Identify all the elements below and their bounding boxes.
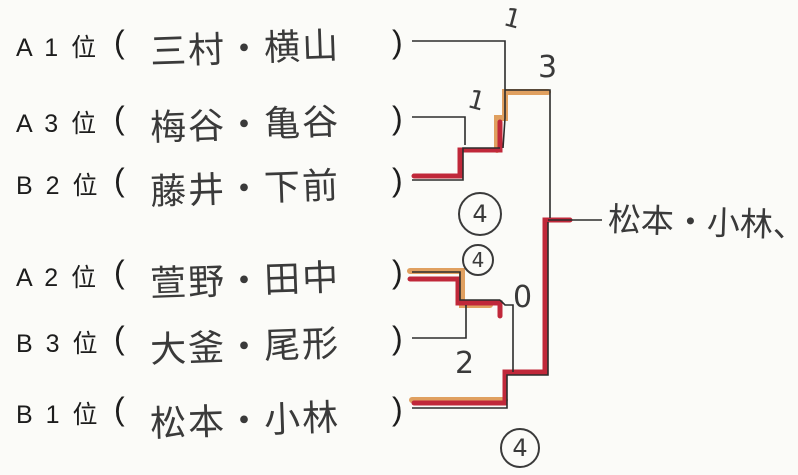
line-mid-join: [499, 299, 514, 372]
rank-label-3: B 2 位: [16, 172, 101, 200]
line-a1: [412, 40, 506, 88]
paren-open-4: (: [114, 254, 125, 290]
line-b3: [412, 305, 467, 339]
line-top-half: [505, 89, 551, 218]
rank-label-4: A 2 位: [16, 264, 100, 292]
rank-label-2: A 3 位: [16, 110, 100, 138]
red-path-a2: [407, 276, 503, 319]
line-a2: [412, 271, 500, 301]
paren-close-2: ): [392, 100, 403, 136]
line-b1: [412, 222, 549, 409]
paren-open-5: (: [114, 320, 125, 356]
score-final-bottom: 0: [513, 280, 533, 315]
paren-open-3: (: [114, 162, 125, 198]
player-names-5: 大釜・尾形: [149, 323, 341, 372]
player-names-3: 藤井・下前: [149, 165, 341, 214]
score-bottom-semi: 2: [455, 346, 475, 381]
line-a3: [412, 116, 466, 145]
paren-open-6: (: [114, 391, 125, 427]
circled-score-c: 4: [500, 428, 540, 468]
paren-close-4: ): [392, 254, 403, 290]
paren-close-1: ): [392, 24, 403, 60]
player-names-2: 梅谷・亀谷: [149, 101, 341, 150]
line-top-join: [502, 88, 506, 149]
line-b2: [412, 147, 500, 181]
paren-close-3: ): [392, 162, 403, 198]
circled-score-a: 4: [458, 192, 502, 236]
rank-label-1: A 1 位: [16, 34, 100, 62]
player-names-1: 三村・横山: [149, 25, 341, 74]
paren-close-5: ): [392, 320, 403, 356]
player-names-6: 松本・小林: [149, 397, 341, 446]
paren-close-6: ): [392, 391, 403, 427]
score-final-top: 3: [538, 50, 558, 85]
player-names-4: 萱野・田中: [149, 257, 341, 306]
ink-lines: [412, 40, 602, 409]
rank-label-6: B 1 位: [16, 401, 101, 429]
paren-open-1: (: [114, 24, 125, 60]
paren-open-2: (: [114, 100, 125, 136]
rank-label-5: B 3 位: [16, 330, 101, 358]
red-path-b2: [411, 119, 503, 179]
winner-names: 松本・小林、: [607, 199, 798, 246]
circled-score-b: 4: [462, 244, 494, 276]
